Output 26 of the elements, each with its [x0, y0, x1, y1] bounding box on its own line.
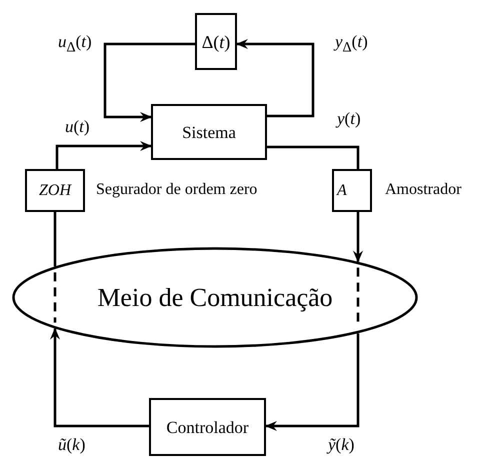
- arrow: [353, 212, 363, 263]
- process-box: [151, 104, 267, 160]
- block-box: [25, 169, 85, 212]
- connector-line: [267, 146, 360, 169]
- connector-line: [54, 212, 56, 266]
- block-box: [195, 13, 237, 70]
- arrow: [104, 42, 195, 122]
- node-label: Meio de Comunicação: [97, 284, 333, 310]
- node-label: A: [337, 182, 347, 198]
- signal-label: y(t): [336, 110, 362, 129]
- signal-label: ũ(k): [57, 436, 86, 455]
- node-label: Δ(t): [202, 32, 230, 50]
- caption-text: Amostrador: [385, 181, 462, 199]
- node-label: ZOH: [38, 182, 71, 198]
- arrow: [265, 333, 360, 431]
- arrow: [236, 39, 314, 118]
- arrow: [56, 141, 152, 169]
- arrow: [50, 328, 149, 428]
- signal-label: ỹ(k): [327, 436, 356, 455]
- block-box: [332, 169, 372, 212]
- node-label: Sistema: [182, 124, 236, 140]
- process-box: [149, 398, 266, 456]
- node-label: Controlador: [166, 418, 249, 436]
- signal-label: u(t): [64, 118, 91, 137]
- caption-text: Segurador de ordem zero: [96, 181, 258, 199]
- channel-ellipse: [12, 247, 418, 348]
